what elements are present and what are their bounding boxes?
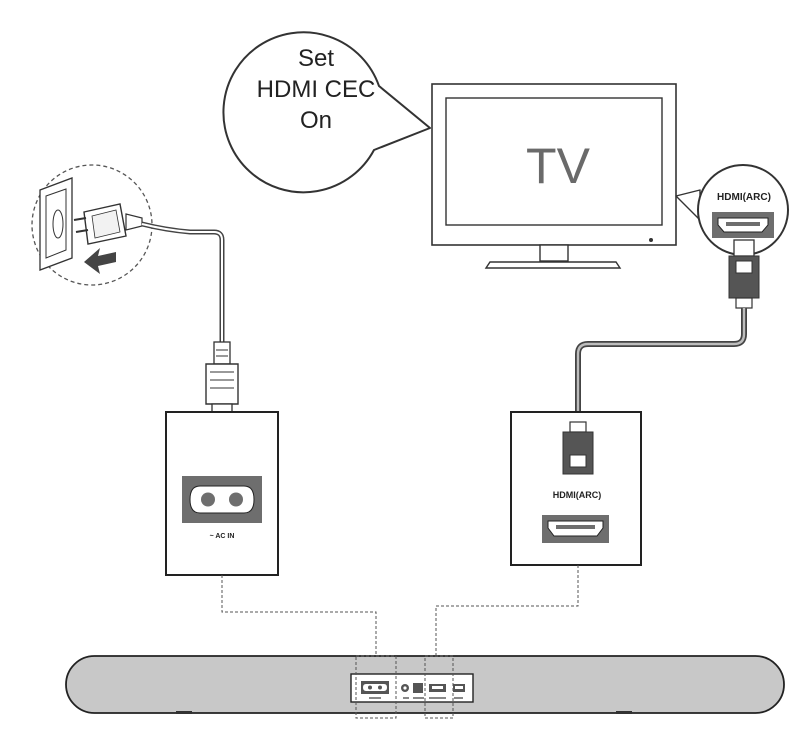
ac-in-panel: ~ AC IN — [165, 411, 279, 576]
tv: TV — [431, 83, 677, 269]
insert-arrow-icon — [84, 248, 116, 274]
soundbar-hdmi-port: HDMI(ARC) — [542, 490, 609, 543]
wall-outlet-detail — [31, 164, 153, 286]
tv-label: TV — [526, 138, 591, 194]
tv-hdmi-port-detail: HDMI(ARC) — [675, 164, 789, 256]
hdmi-cable — [575, 308, 747, 422]
wall-socket-icon — [39, 177, 73, 271]
bubble-text-line2: HDMI CEC — [257, 76, 376, 103]
ac-connector-icon — [205, 341, 239, 427]
bubble-text-line1: Set — [298, 45, 334, 72]
hdmi-plug-top-icon — [728, 239, 760, 309]
power-cable — [141, 221, 225, 350]
hdmi-arc-panel-label: HDMI(ARC) — [553, 490, 602, 500]
tv-power-led — [649, 238, 653, 242]
ac-in-label: ~ AC IN — [210, 533, 235, 540]
soundbar-rear-panel — [350, 673, 474, 703]
hdmi-plug-bottom-icon — [562, 421, 594, 475]
dashed-leader-lines — [221, 565, 579, 656]
soundbar-port-highlights — [355, 655, 454, 719]
bubble-text-line3: On — [300, 107, 332, 134]
tv-hdmi-arc-label: HDMI(ARC) — [717, 192, 771, 203]
speech-bubble: Set HDMI CEC On — [222, 31, 431, 194]
